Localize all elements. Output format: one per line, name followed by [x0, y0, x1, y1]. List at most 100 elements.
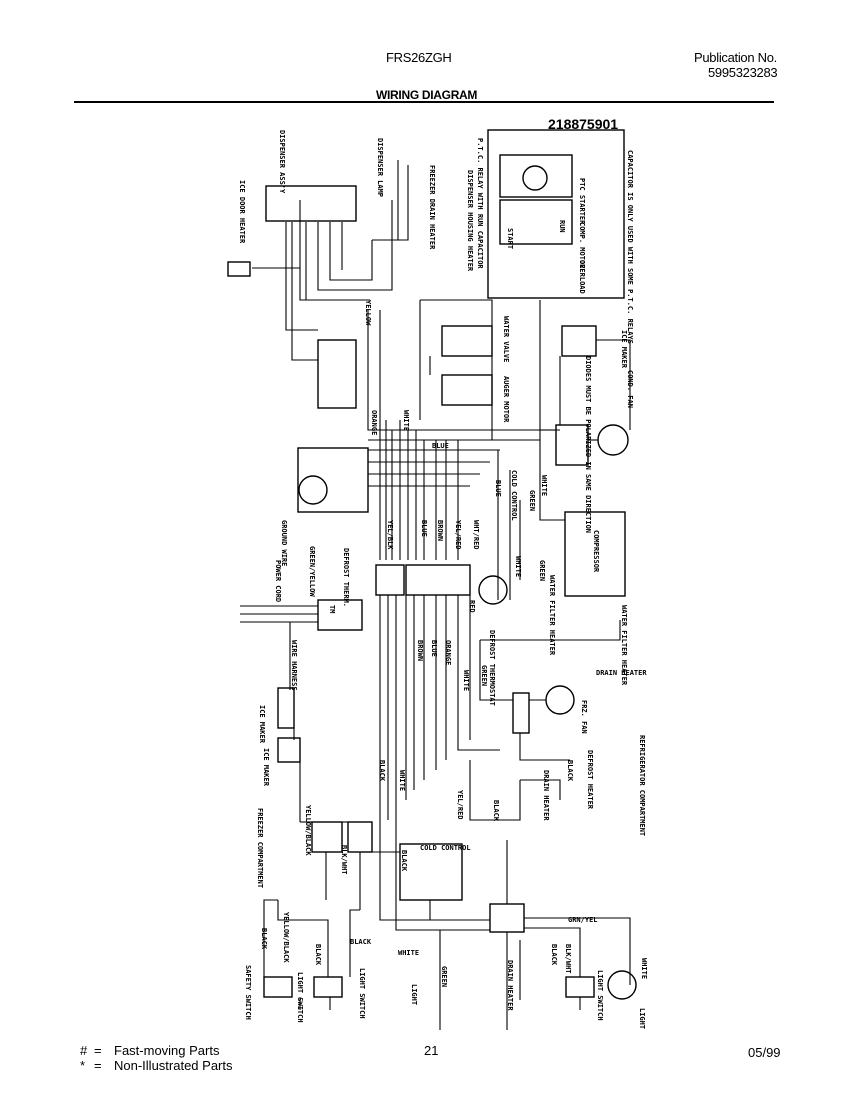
defrost-heater-label: DEFROST HEATER — [586, 750, 594, 810]
harness-plug-b — [405, 564, 471, 596]
publication-number: 5995323283 — [708, 65, 778, 80]
dispenser-assy-label: DISPENSER ASS'Y — [278, 130, 286, 194]
refrigerator-compartment-label: REFRIGERATOR COMPARTMENT — [638, 735, 646, 836]
blk-label-right: BLACK — [566, 760, 574, 782]
brown-label-lower: BROWN — [416, 640, 424, 661]
ice-maker-left-plug — [277, 687, 295, 729]
header-rule — [74, 101, 774, 103]
right-light-bulb-icon — [607, 970, 637, 1000]
blk-wht-bottom-label: BLK/WHT — [564, 944, 572, 974]
timer-box — [297, 447, 369, 513]
defrost-therm-label: DEFROST THERM. — [342, 548, 350, 607]
grn-yel-label: GRN/YEL — [568, 916, 598, 924]
freezer-drain-heater-label: FREEZER DRAIN HEATER — [428, 165, 436, 250]
black-cold-label: BLACK — [400, 850, 408, 872]
white-label-mid: WHITE — [540, 475, 548, 496]
ground-wire-label: GROUND WIRE — [280, 520, 288, 566]
ice-maker-connector-label: ICE MAKER — [262, 748, 270, 787]
light-switch-left-label: LIGHT SWITCH — [296, 972, 304, 1023]
defrost-thermostat-label: DEFROST THERMOSTAT — [488, 630, 496, 706]
diagram-number: 218875901 — [548, 116, 619, 132]
overload-label: OVERLOAD — [578, 260, 586, 294]
light-switch-mid-label: LIGHT SWITCH — [358, 968, 366, 1019]
ptc-relay-note-label: P.T.C. RELAY WITH RUN CAPACITOR — [476, 138, 484, 269]
power-plug-icon — [227, 261, 251, 277]
white-label-bottom: WHITE — [398, 770, 406, 791]
ptc-relay-box — [487, 129, 625, 299]
green-label-lower: GREEN — [538, 560, 546, 581]
black-label-bottom-c: BLACK — [550, 944, 558, 966]
compressor-label: COMPRESSOR — [592, 530, 600, 573]
run-capacitor-block — [499, 154, 573, 198]
freezer-compartment-label: FREEZER COMPARTMENT — [256, 808, 264, 888]
auger-connector — [441, 374, 493, 406]
drain-heater-label: DRAIN HEATER — [542, 770, 550, 821]
ice-maker-right-label: ICE MAKER — [620, 330, 628, 369]
white-horizontal-label: WHITE — [398, 949, 419, 957]
yellow-black-bottom-label: YELLOW/BLACK — [282, 912, 290, 963]
cond-fan-connector — [555, 424, 589, 466]
black-label-bottom-b: BLACK — [314, 944, 322, 966]
page-number: 21 — [424, 1043, 439, 1058]
light-left-label: LIGHT — [410, 984, 418, 1005]
ice-maker-plug — [317, 599, 363, 631]
white-right-bottom-label: WHITE — [640, 958, 648, 979]
white-label-harness: WHITE — [462, 670, 470, 691]
ice-door-heater-label: ICE DOOR HEATER — [238, 180, 246, 244]
cond-fan-label: COND. FAN — [626, 370, 634, 408]
cold-control-mid-label: COLD CONTROL — [510, 470, 518, 521]
orange-label-lower: ORANGE — [444, 640, 452, 665]
blk-wht-label: BLK/WHT — [340, 845, 348, 875]
yel-blk-label: YEL/BLK — [386, 520, 394, 550]
cold-control-label: COLD CONTROL — [420, 844, 471, 852]
evap-fan-connector — [512, 692, 530, 734]
green-bottom-label: GREEN — [440, 966, 448, 987]
evap-fan-motor-icon — [545, 685, 575, 715]
green-label-harness: GREEN — [480, 665, 488, 686]
safety-switch-label: SAFETY SWITCH — [244, 965, 252, 1020]
cold-control-box — [399, 843, 463, 901]
dispenser-lamp-label: DISPENSER LAMP — [376, 138, 384, 197]
safety-switch-connector — [311, 821, 343, 853]
comp-motor-label: COMP. MOTOR — [578, 222, 586, 269]
frz-fan-label: FRZ. FAN — [580, 700, 588, 734]
yellow-black-label: YELLOW/BLACK — [304, 805, 312, 856]
timer-label: TM — [328, 605, 336, 613]
yel-red-label: YEL/RED — [454, 520, 462, 550]
rot-blk-label: BLACK — [350, 938, 372, 946]
light-switch-body — [313, 976, 343, 998]
ptc-starter-label: PTC STARTER — [578, 178, 586, 225]
blue-label-lower: BLUE — [430, 640, 438, 657]
start-run-block — [499, 199, 573, 245]
light-right-label: LIGHT — [638, 1008, 646, 1029]
revision-date: 05/99 — [748, 1045, 781, 1060]
power-cord-label: POWER CORD — [274, 560, 282, 602]
lower-junction — [489, 903, 525, 933]
compressor-box — [564, 511, 626, 597]
light-switch-right-label: LIGHT SWITCH — [596, 970, 604, 1021]
brown-label-upper: BROWN — [436, 520, 444, 541]
water-filter-right-label: WATER FILTER HEATER — [620, 605, 628, 686]
ice-maker-left-label: ICE MAKER — [258, 705, 266, 744]
blk-label-center: BLACK — [492, 800, 500, 822]
harness-plug-a — [375, 564, 405, 596]
light-switch-right-body — [565, 976, 595, 998]
icemaker-connector-right — [561, 325, 597, 357]
auger-motor-label: AUGER MOTOR — [502, 376, 510, 423]
timer-motor-icon — [298, 475, 328, 505]
drain-heater-bottom-label: DRAIN HEATER — [506, 960, 514, 1011]
ice-maker-left-connector — [277, 737, 301, 763]
blue-label-upper: BLUE — [420, 520, 428, 537]
green-label-mid: GREEN — [528, 490, 536, 511]
wht-red-label: WHT/RED — [472, 520, 480, 550]
filter-heater-icon — [478, 575, 508, 605]
cond-fan-motor-icon — [597, 424, 629, 456]
wire-harness-label: WIRE HARNESS — [290, 640, 298, 691]
diodes-note-label: DIODES MUST BE POLARIZED IN SAME DIRECTI… — [584, 356, 592, 533]
drain-heater-horizontal-label: DRAIN HEATER — [596, 669, 647, 677]
black-label-bottom-a: BLACK — [260, 928, 268, 950]
safety-switch-body — [263, 976, 293, 998]
legend-item: *=Non-Illustrated Parts — [80, 1058, 233, 1073]
dispenser-housing-heater-label: DISPENSER HOUSING HEATER — [466, 170, 474, 272]
